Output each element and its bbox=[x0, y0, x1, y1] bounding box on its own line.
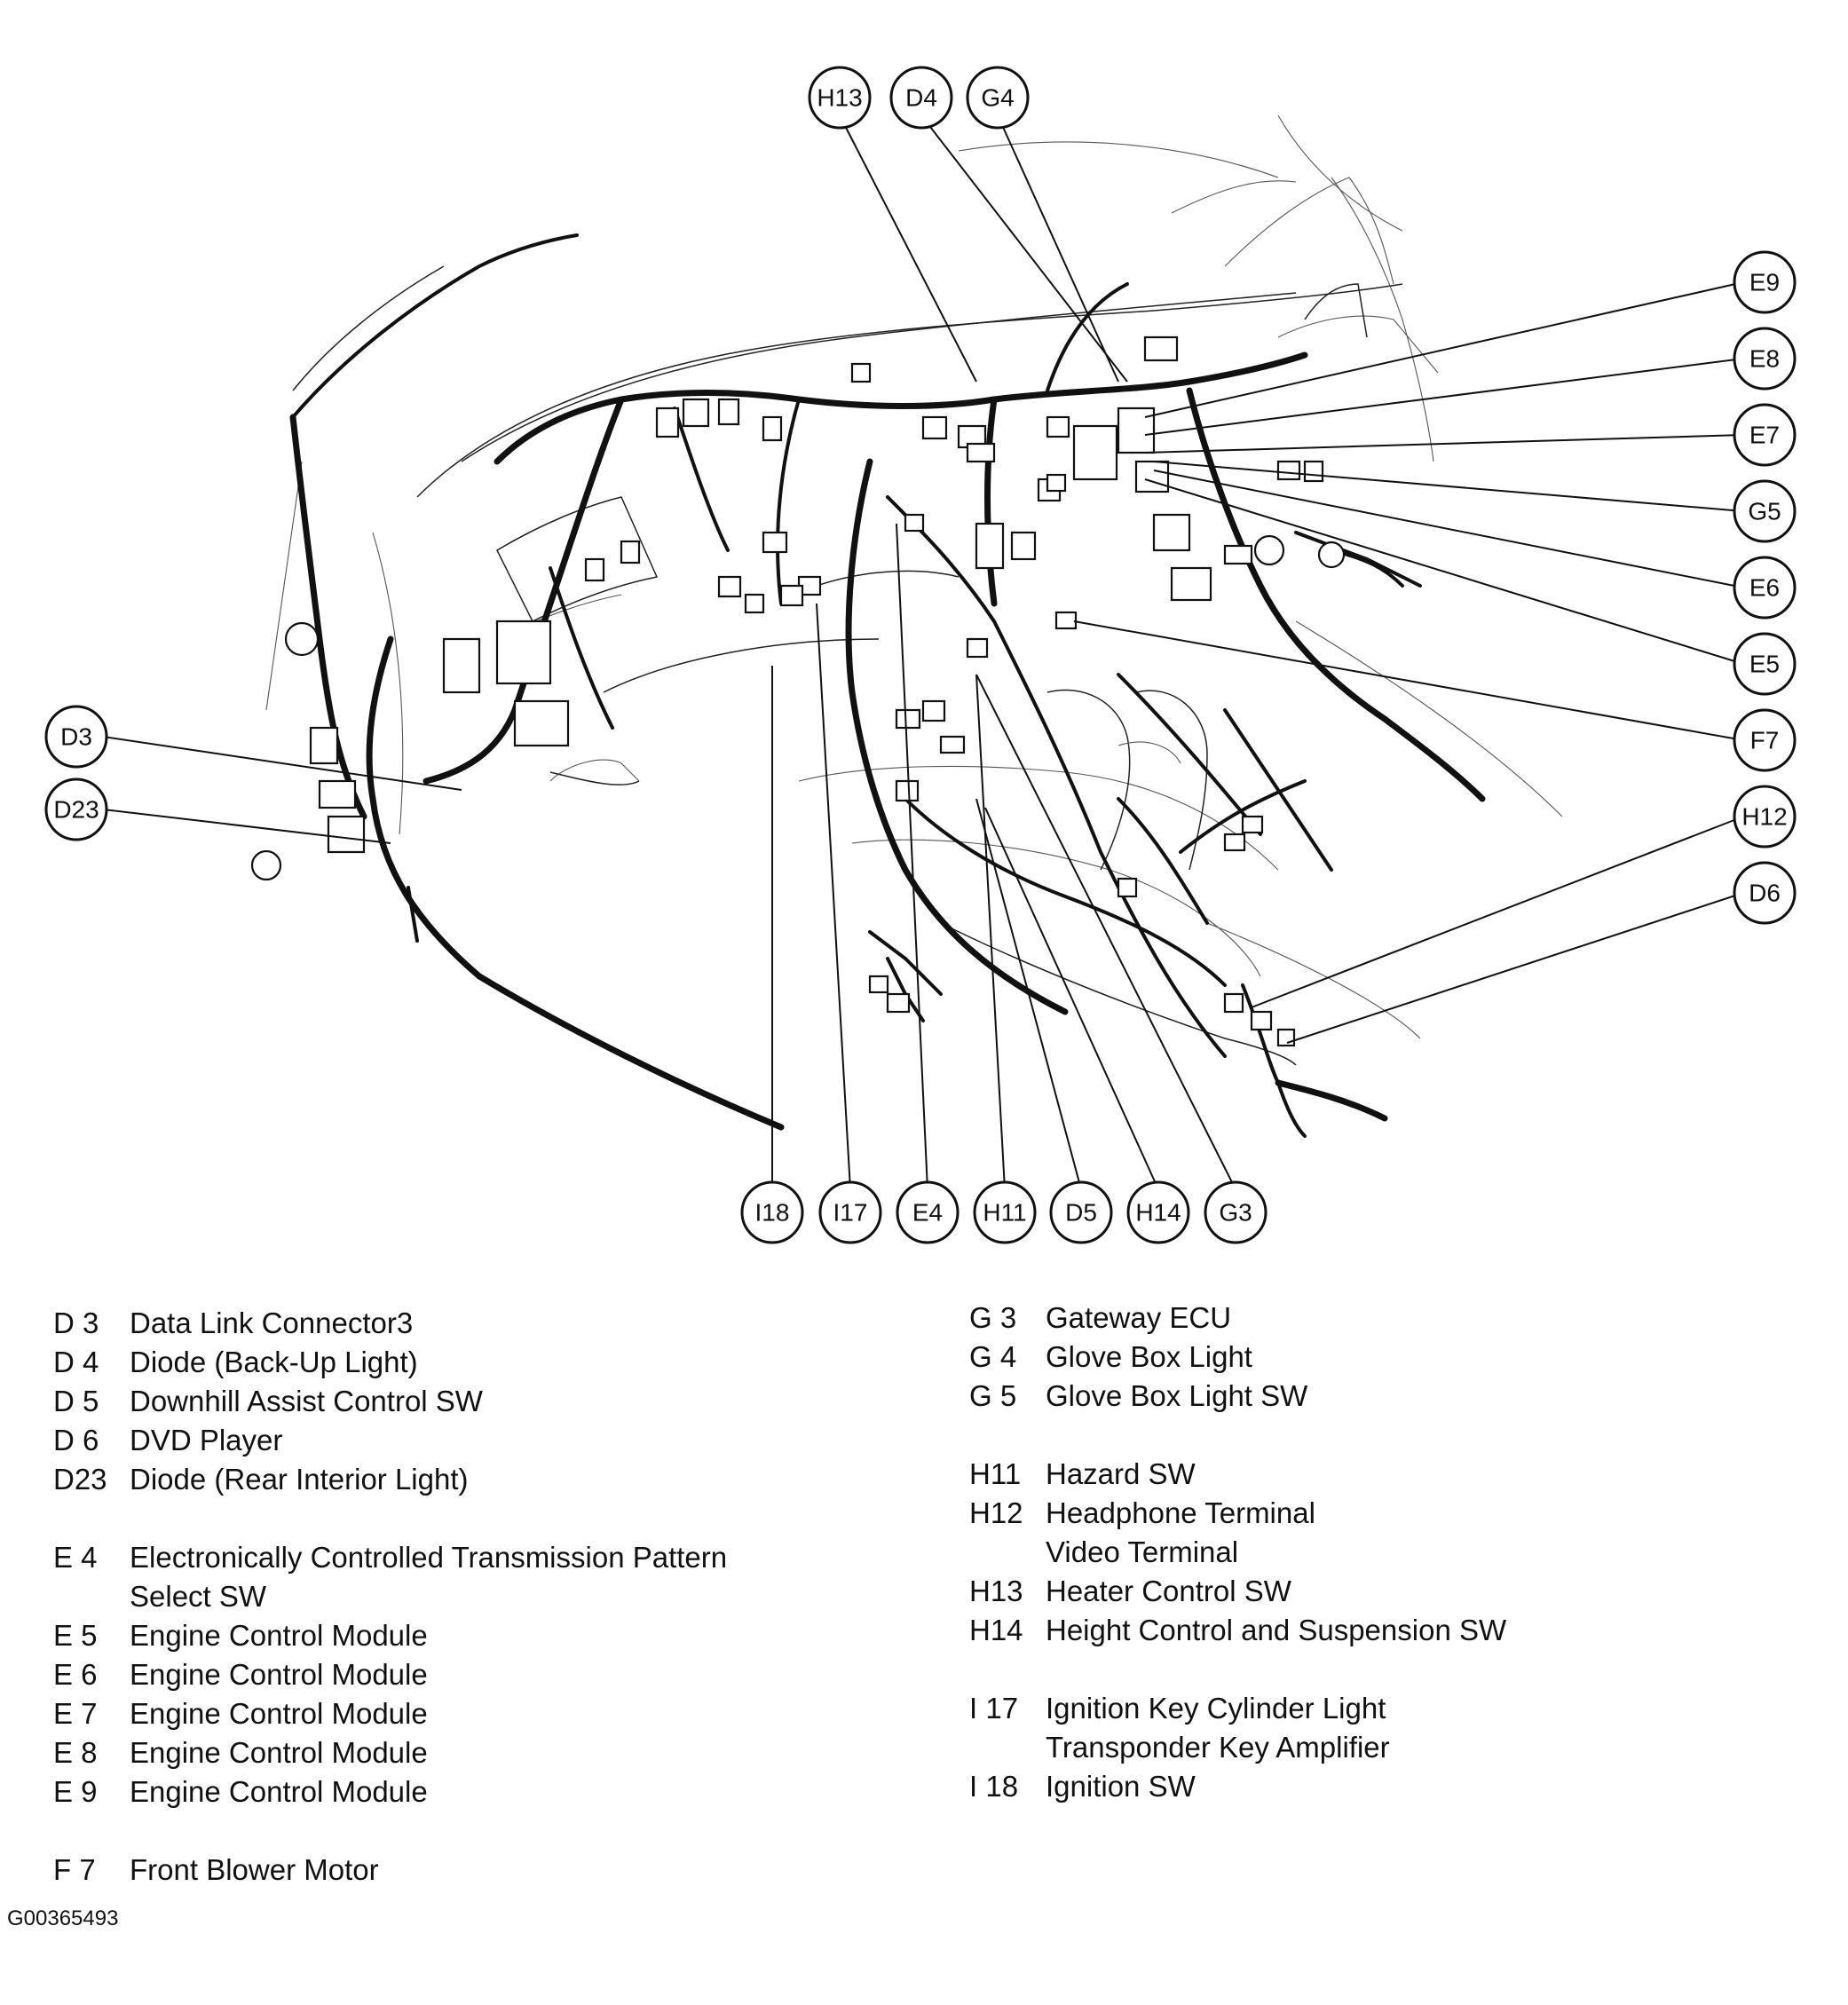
svg-text:I17: I17 bbox=[833, 1199, 868, 1227]
legend-code: E 9 bbox=[53, 1775, 98, 1808]
svg-text:E6: E6 bbox=[1749, 574, 1780, 602]
legend-code: H14 bbox=[969, 1614, 1023, 1646]
legend-code: E 7 bbox=[53, 1697, 98, 1730]
callout-f7: F7 bbox=[1733, 708, 1797, 772]
callouts: H13 D4 G4 E9 E8 E7 G5 E6 E5 F7 H12 D6 D3… bbox=[44, 66, 1797, 1244]
callout-g4: G4 bbox=[966, 66, 1030, 130]
legend-desc-continued: Transponder Key Amplifier bbox=[1046, 1731, 1390, 1764]
svg-text:I18: I18 bbox=[755, 1199, 790, 1227]
legend-desc: Data Link Connector3 bbox=[130, 1306, 414, 1339]
svg-text:G3: G3 bbox=[1219, 1199, 1252, 1227]
callout-h14: H14 bbox=[1126, 1180, 1190, 1244]
legend-desc: Ignition SW bbox=[1046, 1770, 1196, 1803]
legend-code: D 4 bbox=[53, 1346, 99, 1378]
harness-location-diagram: H13 D4 G4 E9 E8 E7 G5 E6 E5 F7 H12 D6 D3… bbox=[44, 66, 1797, 1244]
callout-d23: D23 bbox=[44, 778, 108, 841]
callout-e9: E9 bbox=[1733, 250, 1797, 314]
callout-i18: I18 bbox=[740, 1180, 804, 1244]
svg-text:D6: D6 bbox=[1749, 880, 1781, 907]
legend-code: G 3 bbox=[969, 1301, 1017, 1334]
legend-desc: Heater Control SW bbox=[1046, 1575, 1291, 1607]
svg-text:E5: E5 bbox=[1749, 651, 1780, 678]
legend-desc: DVD Player bbox=[130, 1424, 283, 1456]
callout-e6: E6 bbox=[1733, 556, 1797, 620]
legend-desc: Engine Control Module bbox=[130, 1736, 428, 1769]
figure-id: G00365493 bbox=[7, 1906, 119, 1930]
legend-desc-continued: Select SW bbox=[130, 1580, 267, 1613]
svg-text:F7: F7 bbox=[1750, 727, 1780, 754]
callout-e8: E8 bbox=[1733, 327, 1797, 391]
callout-d6: D6 bbox=[1733, 861, 1797, 925]
svg-text:H11: H11 bbox=[983, 1199, 1026, 1227]
legend-code: E 5 bbox=[53, 1619, 98, 1652]
callout-e5: E5 bbox=[1733, 632, 1797, 696]
svg-text:E4: E4 bbox=[912, 1199, 943, 1227]
legend-desc: Engine Control Module bbox=[130, 1658, 428, 1691]
legend-desc: Engine Control Module bbox=[130, 1697, 428, 1730]
callout-g5: G5 bbox=[1733, 479, 1797, 543]
interior-outline bbox=[265, 114, 1563, 1066]
legend-desc: Engine Control Module bbox=[130, 1775, 428, 1808]
legend-desc: Glove Box Light bbox=[1046, 1340, 1252, 1373]
legend-code: I 18 bbox=[969, 1770, 1019, 1803]
callout-h12: H12 bbox=[1733, 785, 1797, 849]
connectors bbox=[250, 335, 1346, 1047]
legend-desc: Downhill Assist Control SW bbox=[130, 1385, 483, 1417]
legend-desc-continued: Video Terminal bbox=[1046, 1535, 1239, 1568]
legend-code: H13 bbox=[969, 1575, 1023, 1607]
legend-desc: Electronically Controlled Transmission P… bbox=[130, 1541, 728, 1574]
svg-text:H14: H14 bbox=[1135, 1199, 1181, 1227]
legend-code: G 4 bbox=[969, 1340, 1017, 1373]
svg-text:D23: D23 bbox=[53, 796, 99, 824]
legend-code: E 8 bbox=[53, 1736, 98, 1769]
legend-desc: Front Blower Motor bbox=[130, 1853, 379, 1886]
legend-code: I 17 bbox=[969, 1692, 1019, 1725]
svg-text:E9: E9 bbox=[1749, 269, 1780, 296]
legend-code: F 7 bbox=[53, 1853, 96, 1886]
callout-e4: E4 bbox=[896, 1180, 960, 1244]
legend-code: E 6 bbox=[53, 1658, 98, 1691]
legend-desc: Gateway ECU bbox=[1046, 1301, 1232, 1334]
legend-desc: Ignition Key Cylinder Light bbox=[1046, 1692, 1386, 1725]
svg-text:D4: D4 bbox=[905, 84, 937, 112]
legend-desc: Glove Box Light SW bbox=[1046, 1379, 1308, 1412]
legend-code: H12 bbox=[969, 1496, 1023, 1529]
callout-d5: D5 bbox=[1049, 1180, 1113, 1244]
wiring-harness bbox=[289, 233, 1486, 1138]
svg-text:H13: H13 bbox=[817, 84, 862, 112]
legend-code: D 6 bbox=[53, 1424, 99, 1456]
callout-i17: I17 bbox=[818, 1180, 882, 1244]
svg-text:G4: G4 bbox=[981, 84, 1014, 112]
legend-code: D 3 bbox=[53, 1306, 99, 1339]
callout-h11: H11 bbox=[973, 1180, 1037, 1244]
legend-code: G 5 bbox=[969, 1379, 1017, 1412]
legend-desc: Hazard SW bbox=[1046, 1457, 1196, 1490]
svg-text:G5: G5 bbox=[1748, 498, 1781, 525]
callout-g3: G3 bbox=[1204, 1180, 1268, 1244]
callout-d4: D4 bbox=[889, 66, 953, 130]
legend-code: H11 bbox=[969, 1457, 1022, 1490]
legend-desc: Height Control and Suspension SW bbox=[1046, 1614, 1507, 1646]
leader-lines bbox=[102, 114, 1744, 1190]
svg-text:D3: D3 bbox=[60, 723, 92, 751]
svg-text:E8: E8 bbox=[1749, 345, 1780, 373]
legend-desc: Diode (Back-Up Light) bbox=[130, 1346, 418, 1378]
svg-text:E7: E7 bbox=[1749, 422, 1780, 449]
legend-code: D 5 bbox=[53, 1385, 99, 1417]
callout-h13: H13 bbox=[808, 66, 872, 130]
callout-d3: D3 bbox=[44, 705, 108, 769]
callout-e7: E7 bbox=[1733, 403, 1797, 467]
legend-desc: Engine Control Module bbox=[130, 1619, 428, 1652]
svg-text:D5: D5 bbox=[1065, 1199, 1097, 1227]
legend-desc: Headphone Terminal bbox=[1046, 1496, 1315, 1529]
legend-code: E 4 bbox=[53, 1541, 98, 1574]
legend-code: D23 bbox=[53, 1463, 107, 1496]
legend-desc: Diode (Rear Interior Light) bbox=[130, 1463, 469, 1496]
svg-text:H12: H12 bbox=[1741, 803, 1787, 831]
